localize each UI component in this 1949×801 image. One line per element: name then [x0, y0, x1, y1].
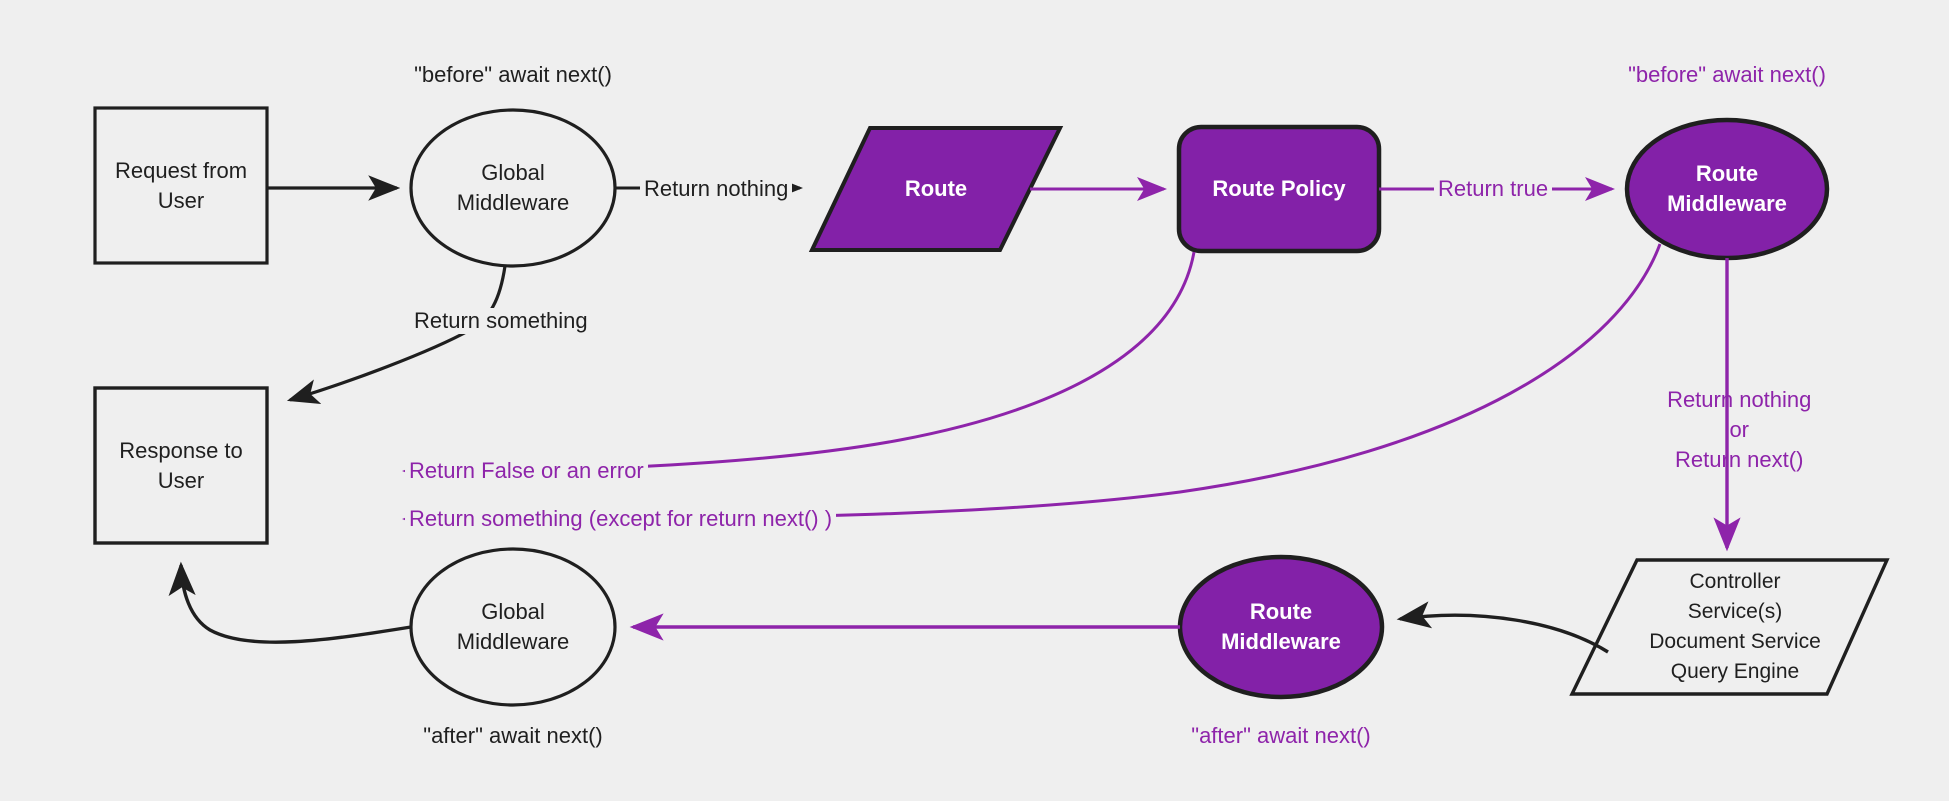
edge-controller-to-route-middleware-bottom: [1396, 601, 1609, 654]
node-global-middleware-top: [409, 108, 617, 268]
edge-global-middleware-to-response: [286, 265, 507, 404]
node-request-from-user: [93, 106, 269, 265]
node-route-middleware-top: [1624, 117, 1830, 261]
edge-route-policy-to-response-false: [402, 251, 1196, 484]
edge-global-middleware-bottom-to-response: [168, 561, 412, 644]
node-response-to-user: [93, 386, 269, 545]
node-route: [808, 126, 1064, 252]
edge-route-middleware-to-response-something: [402, 243, 1662, 532]
node-global-middleware-bottom: [409, 547, 617, 707]
node-route-policy: [1176, 124, 1382, 254]
node-controller-stack: [1569, 558, 1890, 696]
node-route-middleware-bottom: [1177, 554, 1385, 700]
